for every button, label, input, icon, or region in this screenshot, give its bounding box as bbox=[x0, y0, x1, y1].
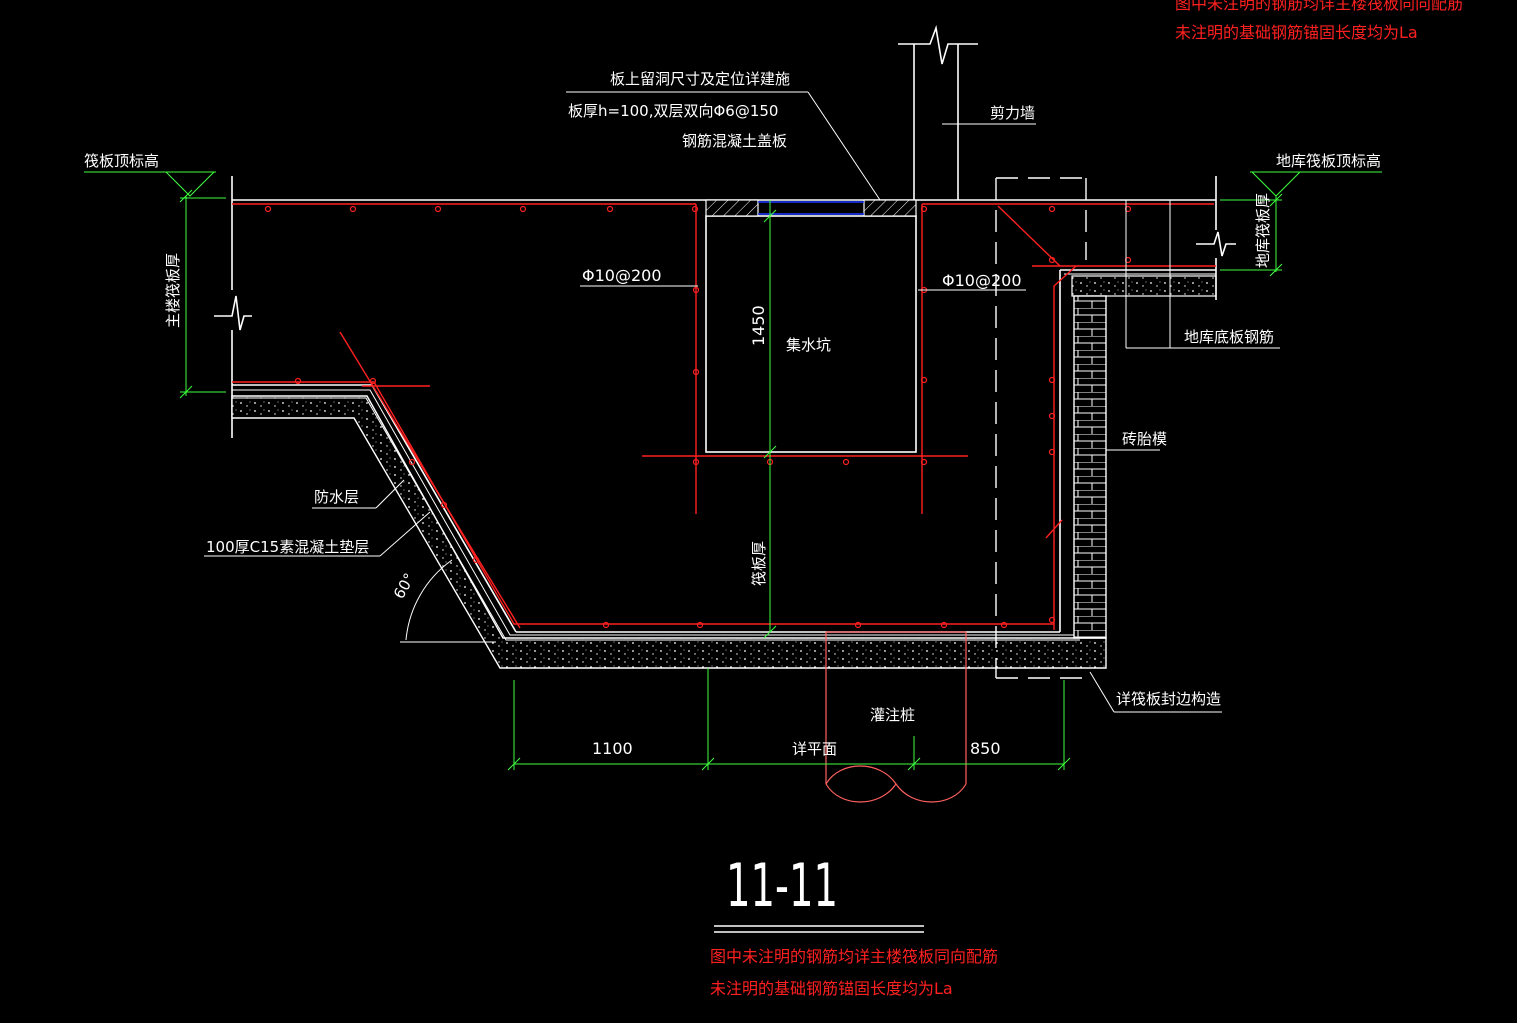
garage-raft bbox=[1064, 176, 1236, 300]
cover-slab-label: 钢筋混凝土盖板 bbox=[682, 132, 787, 150]
dim-1450-label: 1450 bbox=[749, 305, 768, 346]
garage-bottom-rebar-label: 地库底板钢筋 bbox=[1184, 328, 1274, 346]
hole-note: 板上留洞尺寸及定位详建施 bbox=[610, 70, 790, 88]
bottom-note-line2: 未注明的基础钢筋锚固长度均为La bbox=[710, 979, 953, 998]
section-title: 11-11 bbox=[726, 851, 838, 921]
brick-formwork-label: 砖胎模 bbox=[1122, 430, 1167, 448]
bottom-note-line1: 图中未注明的钢筋均详主楼筏板同向配筋 bbox=[710, 947, 998, 966]
leader-lines bbox=[204, 91, 1280, 713]
waterproof-layer-label: 防水层 bbox=[314, 488, 359, 506]
pile-label: 灌注桩 bbox=[870, 706, 915, 724]
rebar-right-label: Φ10@200 bbox=[942, 271, 1022, 290]
cushion-layer bbox=[231, 389, 1107, 669]
cushion-layer-label: 100厚C15素混凝土垫层 bbox=[206, 538, 369, 556]
angle-label: 60° bbox=[390, 570, 419, 602]
top-note-line1: 图中未注明的钢筋均详主楼筏板同向配筋 bbox=[1175, 0, 1463, 13]
angle-arc bbox=[400, 559, 496, 643]
garage-raft-thickness-label: 地库筏板厚 bbox=[1254, 193, 1272, 268]
brick-formwork bbox=[1073, 295, 1107, 639]
see-plan-label: 详平面 bbox=[792, 740, 837, 758]
sump-pit-label: 集水坑 bbox=[786, 336, 831, 354]
raft-thickness-label: 筏板厚 bbox=[750, 541, 768, 586]
top-note-line2: 未注明的基础钢筋锚固长度均为La bbox=[1175, 23, 1418, 42]
sump-pit bbox=[705, 199, 917, 453]
dim-850-label: 850 bbox=[970, 739, 1001, 758]
shear-wall-label: 剪力墙 bbox=[990, 104, 1035, 122]
raft-top-right-label: 地库筏板顶标高 bbox=[1276, 152, 1381, 170]
edge-detail-label: 详筏板封边构造 bbox=[1116, 690, 1221, 708]
dashed-column bbox=[995, 177, 1087, 679]
dim-1100-label: 1100 bbox=[592, 739, 633, 758]
rebar-dots bbox=[264, 205, 1132, 629]
shear-wall bbox=[898, 24, 978, 200]
bored-pile bbox=[825, 631, 967, 803]
raft-top-left-label: 筏板顶标高 bbox=[84, 152, 159, 170]
slab-spec: 板厚h=100,双层双向Φ6@150 bbox=[568, 102, 778, 120]
rebar-left-label: Φ10@200 bbox=[582, 266, 662, 285]
main-raft-thickness-label: 主楼筏板厚 bbox=[164, 253, 182, 328]
dimension-lines bbox=[84, 171, 1382, 771]
